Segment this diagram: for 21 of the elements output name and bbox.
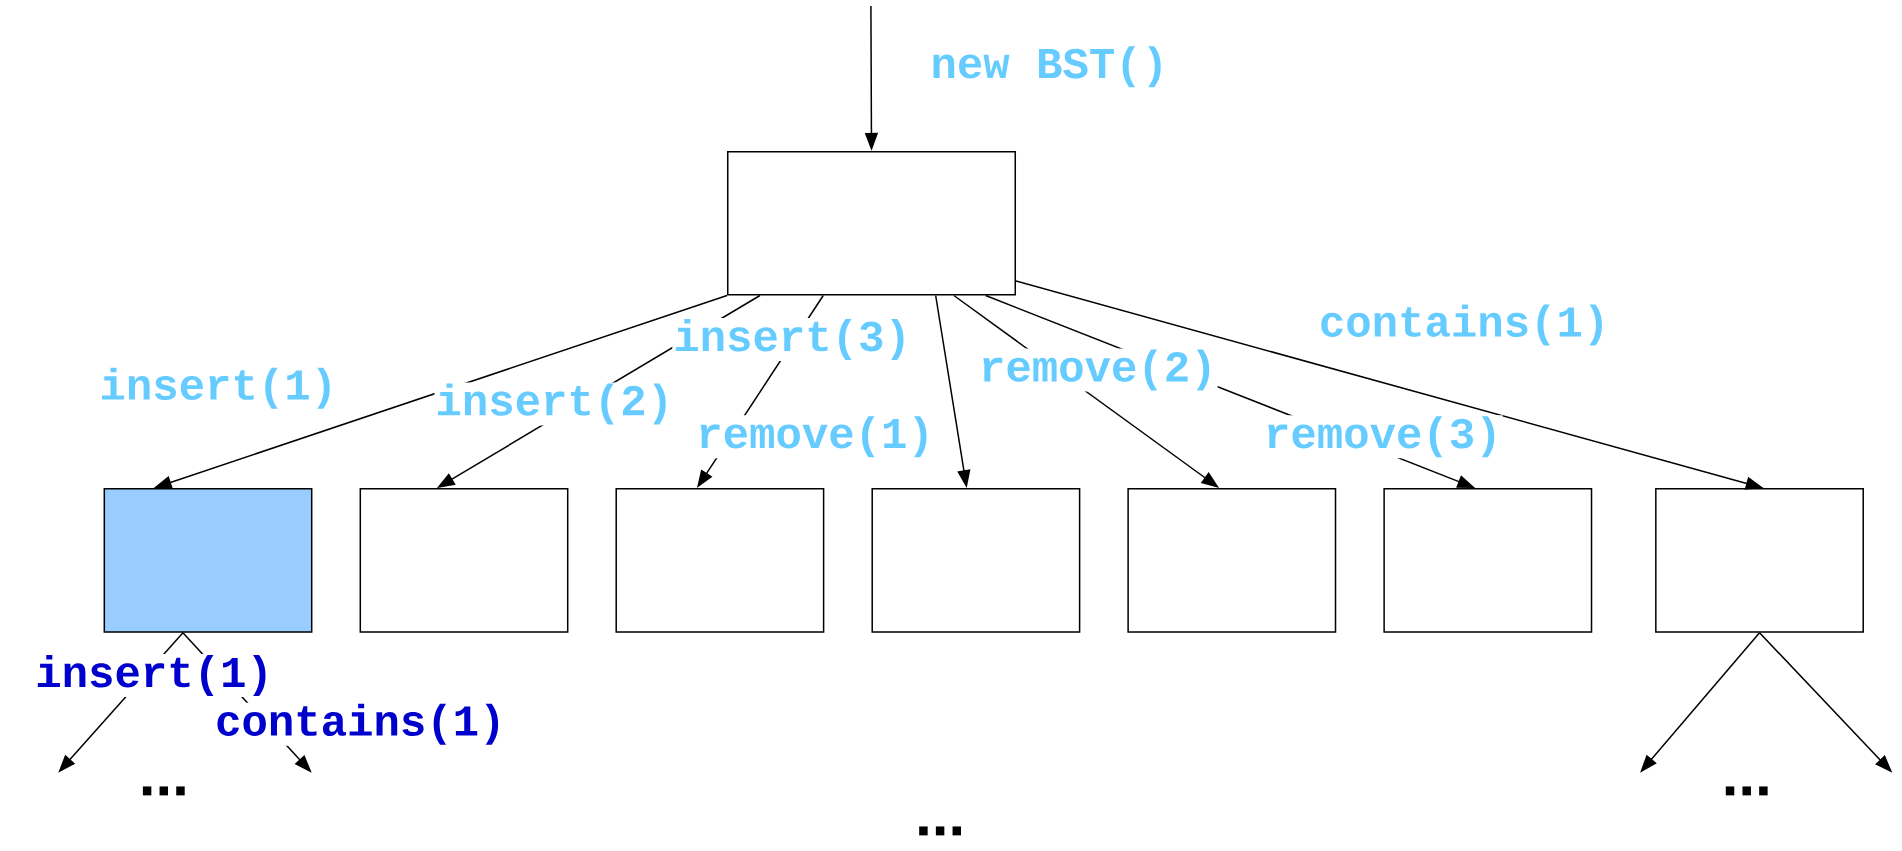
edge-label: remove(1) [695, 415, 935, 459]
edge-label: contains(1) [214, 702, 507, 746]
edge-label: remove(2) [978, 348, 1218, 392]
edge-label: new BST() [929, 45, 1170, 89]
ellipsis: ... [142, 786, 185, 796]
state-box [871, 488, 1081, 633]
edge-label: remove(3) [1263, 415, 1503, 459]
edge-label: insert(3) [672, 318, 912, 362]
ellipsis: ... [1725, 786, 1768, 796]
edge-label: insert(1) [98, 366, 339, 410]
state-box [1655, 488, 1864, 633]
ellipsis: ... [919, 826, 961, 836]
edge-label: insert(1) [34, 654, 274, 698]
edge-label: insert(2) [434, 382, 675, 426]
state-box [727, 150, 1016, 296]
state-box [1383, 488, 1593, 633]
state-box [1127, 488, 1337, 633]
state-box [359, 488, 569, 633]
state-box [103, 488, 313, 633]
state-box [615, 488, 825, 633]
edge-label: contains(1) [1317, 303, 1611, 347]
